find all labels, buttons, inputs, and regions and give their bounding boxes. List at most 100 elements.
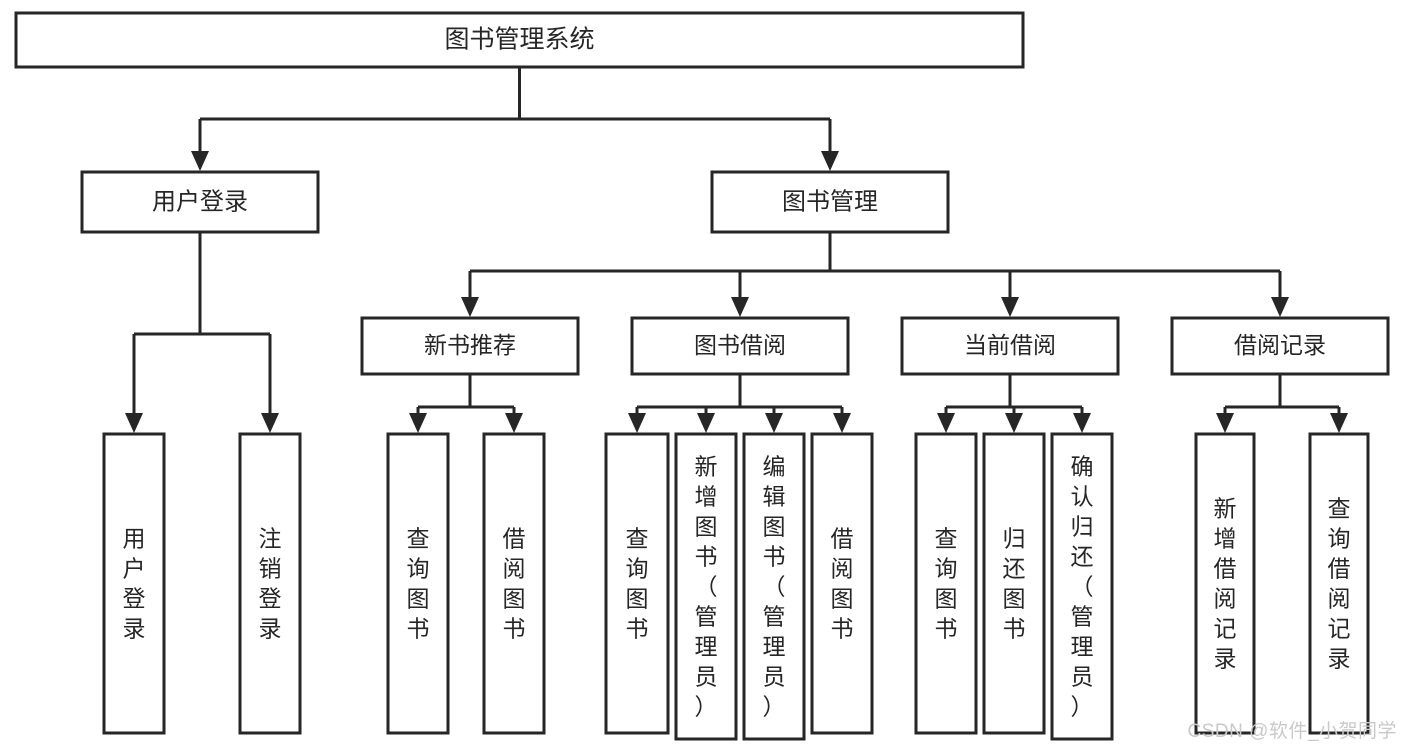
node-label-char: 用 [123,526,146,552]
node-label-char: 辑 [763,484,786,510]
node-label-char: 查 [1328,496,1351,522]
arrow-head [261,413,279,433]
node-box [238,432,302,735]
arrow-head [628,413,646,433]
arrow-head [191,151,209,171]
node-label-char: 录 [1214,646,1237,672]
node-label-char: 认 [1071,484,1094,510]
node-borrow-record[interactable]: 借阅记录 [1170,316,1390,376]
node-label-char: 员 [695,664,718,690]
node-new-book-recommend[interactable]: 新书推荐 [360,316,580,376]
node-box [810,432,874,735]
node-label-char: 书 [695,544,718,570]
arrow-head [833,413,851,433]
node-label-char: 录 [1328,646,1351,672]
node-label-char: （ [695,574,718,600]
node-label-char: 图 [935,586,958,612]
node-label-char: 记 [1214,616,1237,642]
node-label-char: 书 [763,544,786,570]
node-label-char: 录 [259,616,282,642]
node-root[interactable]: 图书管理系统 [14,11,1025,69]
node-label-char: 编 [763,454,786,480]
arrow-head [505,413,523,433]
node-label-char: 管 [695,604,718,630]
node-label-char: 书 [626,616,649,642]
node-label-char: ） [1071,694,1094,720]
arrow-head [765,413,783,433]
node-label-char: 新 [1214,496,1237,522]
node-leaf-user-login[interactable]: 用户登录 [102,432,166,735]
node-label: 新书推荐 [424,332,516,358]
node-box [710,170,950,234]
node-box [360,316,580,376]
node-label-char: 归 [1003,526,1026,552]
arrow-head [1073,413,1091,433]
node-label-char: 图 [695,514,718,540]
node-label-char: 录 [123,616,146,642]
node-label-char: 阅 [1328,586,1351,612]
node-label-char: 员 [1071,664,1094,690]
node-book-manage[interactable]: 图书管理 [710,170,950,234]
node-label-char: （ [1071,574,1094,600]
node-label-char: 图 [1003,586,1026,612]
node-label-char: 图 [626,586,649,612]
node-label-char: 询 [626,556,649,582]
node-label-char: 理 [763,634,786,660]
node-label-char: 借 [503,526,526,552]
node-label-char: 管 [763,604,786,630]
node-label-char: 询 [407,556,430,582]
node-label-char: 图 [407,586,430,612]
node-box [982,432,1046,735]
node-label-char: 图 [831,586,854,612]
node-label-char: 书 [503,616,526,642]
node-label-char: 增 [1214,526,1237,552]
node-label-char: 书 [935,616,958,642]
node-label-char: 询 [1328,526,1351,552]
node-label-char: 确 [1071,454,1094,480]
arrow-head [731,297,749,317]
node-box [1308,432,1370,735]
node-user-login[interactable]: 用户登录 [80,170,320,234]
node-label-char: 阅 [831,556,854,582]
node-box [914,432,978,735]
node-label-char: 还 [1071,544,1094,570]
node-label-char: 查 [407,526,430,552]
node-label-char: ） [763,694,786,720]
arrow-head [937,413,955,433]
node-label-char: 借 [1214,556,1237,582]
node-label-char: 管 [1071,604,1094,630]
node-book-borrow[interactable]: 图书借阅 [630,316,850,376]
node-layer: 图书管理系统用户登录图书管理新书推荐图书借阅当前借阅借阅记录用户登录注销登录查询… [14,11,1390,741]
node-label: 图书借阅 [694,332,786,358]
node-current-borrow[interactable]: 当前借阅 [900,316,1120,376]
node-box [386,432,450,735]
node-label-char: 新 [695,454,718,480]
node-label-char: 阅 [1214,586,1237,612]
node-label-char: 登 [259,586,282,612]
node-label-char: 借 [1328,556,1351,582]
node-box [674,432,738,741]
arrow-head [1271,297,1289,317]
arrow-head [1005,413,1023,433]
arrow-head [697,413,715,433]
node-label-char: 理 [695,634,718,660]
arrow-head [409,413,427,433]
node-label-char: 阅 [503,556,526,582]
node-box [1170,316,1390,376]
node-label-char: 书 [831,616,854,642]
arrow-head [461,297,479,317]
node-label-char: 还 [1003,556,1026,582]
